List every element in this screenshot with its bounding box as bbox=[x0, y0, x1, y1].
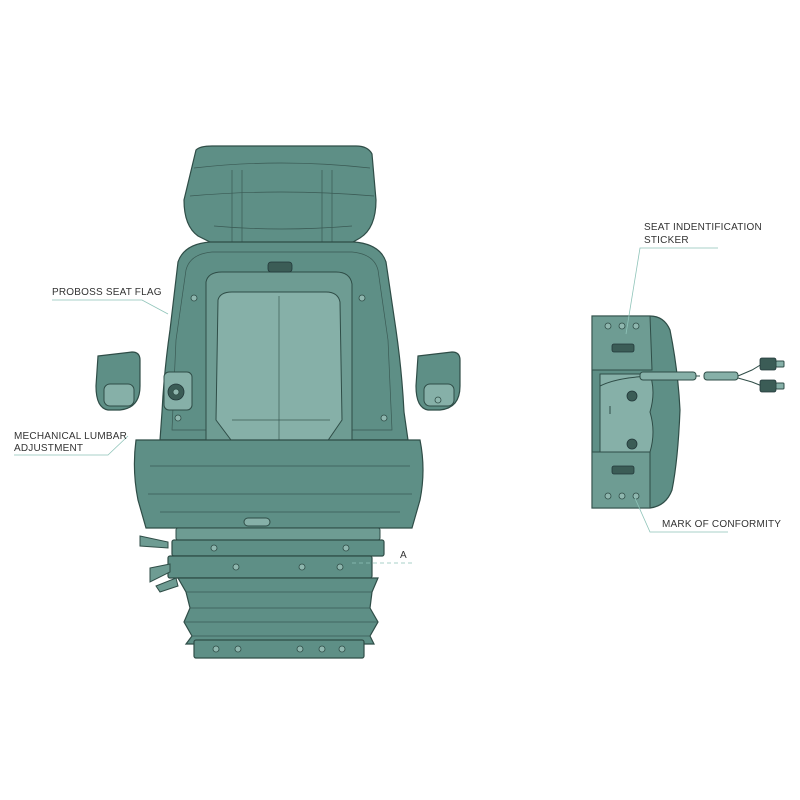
backrest bbox=[159, 241, 409, 459]
sticker-leader bbox=[625, 247, 718, 335]
sticker-label-line1: SEAT INDENTIFICATION bbox=[644, 222, 762, 233]
lumbar-leader bbox=[14, 435, 129, 456]
conformity-label: MARK OF CONFORMITY bbox=[662, 519, 781, 530]
suspension-bellows bbox=[176, 577, 379, 659]
conformity-leader bbox=[633, 495, 728, 533]
section-a-label: A bbox=[400, 550, 407, 561]
headrest bbox=[183, 145, 377, 247]
seat-flag-leader bbox=[52, 299, 169, 315]
lumbar-label-line2: ADJUSTMENT bbox=[14, 443, 83, 454]
seat-flag-label: PROBOSS SEAT FLAG bbox=[52, 287, 162, 298]
sticker-label-line2: STICKER bbox=[644, 235, 689, 246]
left-armrest bbox=[95, 351, 141, 411]
seat-frame bbox=[139, 527, 385, 593]
right-armrest bbox=[415, 351, 461, 411]
seat-cushion bbox=[133, 439, 424, 529]
side-detail bbox=[591, 315, 785, 509]
lumbar-knob bbox=[163, 371, 193, 411]
seat-assembly bbox=[95, 145, 461, 659]
lumbar-label-line1: MECHANICAL LUMBAR bbox=[14, 431, 127, 442]
